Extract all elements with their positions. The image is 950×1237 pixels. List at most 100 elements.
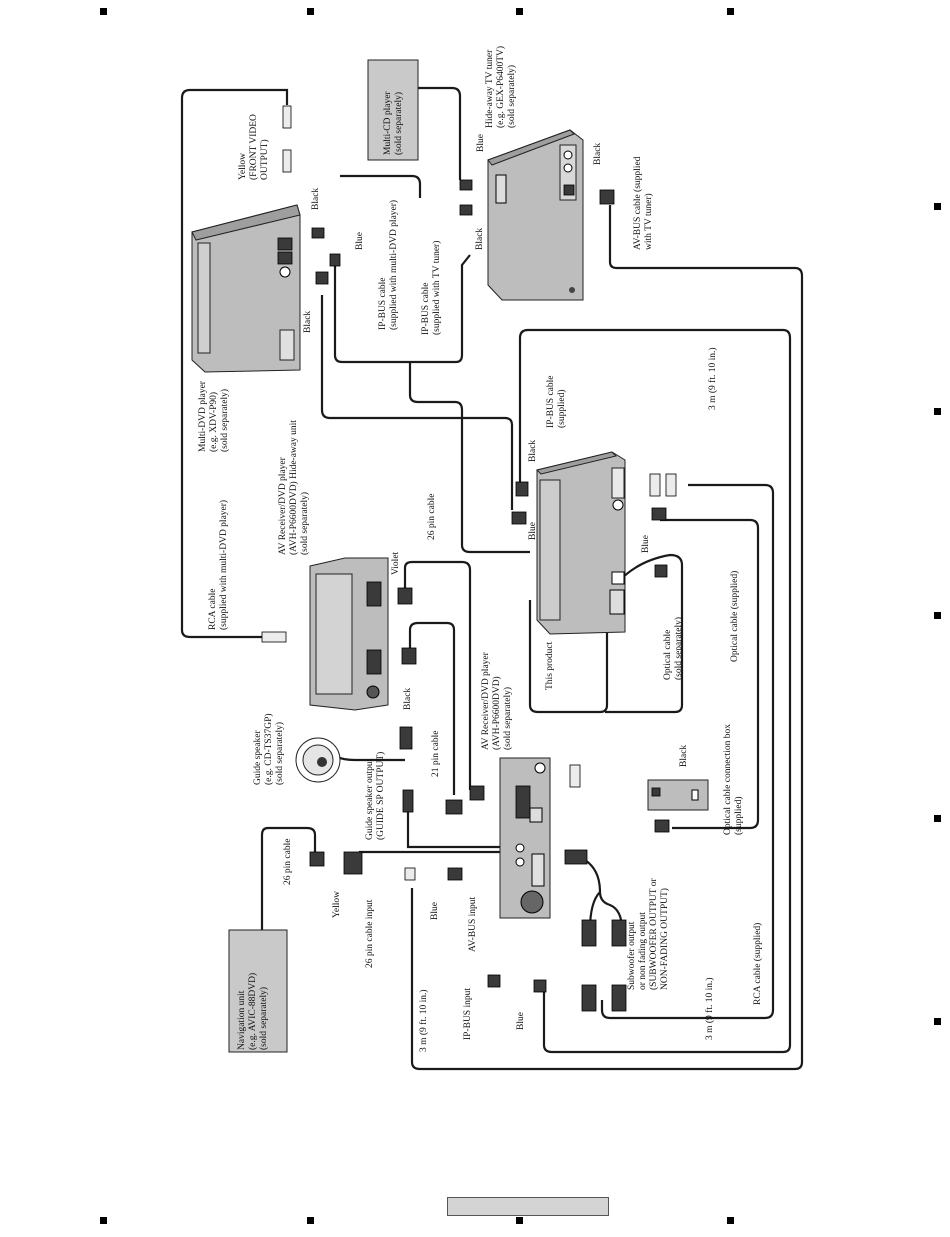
label-blue: Blue [430,902,440,920]
label-ipbus-multidvd-line: IP-BUS cable [378,277,388,330]
label-ipbus-tuner-line: (supplied with TV tuner) [431,241,442,335]
ipbus-product-to-tuner [320,295,514,510]
page-number-box [447,1197,609,1216]
this-product-unit [536,451,626,635]
label-ipbus-supplied-line: IP-BUS cable [546,375,556,428]
pin26-cable-violet [403,560,472,790]
label-ipbus-tuner-line: IP-BUS cable [421,282,431,335]
registration-mark [727,8,734,15]
product-to-avh [528,600,609,714]
label-subwoofer-line: Subwoofer output [626,921,637,990]
ipbus-cable-multidvd [333,254,471,364]
label-multi-cd-line: Multi-CD player [383,91,393,155]
label-black: Black [311,188,321,210]
label-tv-tuner-line: (sold separately) [506,65,517,128]
multi-dvd-player [191,204,301,373]
registration-mark [307,1217,314,1224]
label-ipbus-supplied-line: (supplied) [556,389,567,428]
registration-mark [934,203,941,210]
label-navigation-unit-line: (sold separately) [258,987,269,1050]
pin21-cable [408,621,456,795]
guide-sp-output-cable [406,812,505,849]
label-yellow-front-video-line: OUTPUT) [259,139,270,180]
label-blue: Blue [516,1012,526,1030]
multicd-cable [418,86,462,180]
guide-speaker [295,737,341,783]
label-subwoofer-line: NON-FADING OUTPUT) [659,888,670,990]
label-yellow: Yellow [332,891,342,918]
label-blue: Blue [476,134,486,152]
label-yellow-front-video-line: (FRONT VIDEO [248,114,259,180]
label-guide-speaker-line: Guide speaker [253,730,263,785]
multi-cd-player [367,59,419,161]
ipbus-supplied [518,328,792,1054]
label-multi-dvd-line: (sold separately) [219,389,230,452]
label-black: Black [303,311,313,333]
subwoofer-cable [584,859,624,931]
label-this-product: This product [545,641,555,690]
label-subwoofer-line: (SUBWOOFER OUTPUT or [648,877,659,990]
label-rca-multidvd-line: (supplied with multi-DVD player) [218,500,229,630]
label-navigation-unit-line: (e.g. AVIC-88DVD) [247,973,258,1050]
label-blue: Blue [641,535,651,553]
label-black: Black [593,143,603,165]
label-black: Black [475,228,485,250]
label-rca-supplied: RCA cable (supplied) [752,923,763,1005]
registration-mark [100,8,107,15]
label-avh-hideaway-line: (sold separately) [299,492,310,555]
label-optical-supplied: Optical cable (supplied) [729,571,740,662]
label-avh-player-line: (AVH-P6600DVD) [491,676,502,750]
registration-mark [934,408,941,415]
label-rca-multidvd-line: RCA cable [208,589,218,630]
registration-mark [934,1018,941,1025]
label-multi-dvd-line: Multi-DVD player [198,380,208,452]
label-3m-top: 3 m (9 ft. 10 in.) [707,347,718,410]
label-guide-speaker-line: (sold separately) [274,722,285,785]
tv-tuner [487,129,584,301]
label-violet: Violet [391,551,401,575]
label-guide-speaker-line: (e.g. CD-TS37GP) [263,713,274,785]
registration-mark [934,815,941,822]
rca-cable-multidvd [180,88,289,639]
label-optical-sold-line: Optical cable [663,630,673,680]
label-26pin-violet: 26 pin cable [427,494,437,540]
rca-cable-supplied [600,483,775,1020]
label-multi-cd-line: (sold separately) [393,92,404,155]
navigation-unit [228,929,288,1053]
registration-mark [727,1217,734,1224]
optical-cable-sold [605,553,684,714]
label-optical-box-line: Optical cable connection box [723,724,733,835]
label-avbus-input: AV-BUS input [468,896,478,952]
avbus-cable [410,205,804,1071]
registration-mark [100,1217,107,1224]
avh-player-rear [499,757,551,919]
label-3m-right: 3 m (9 ft. 10 in.) [704,977,715,1040]
label-ipbus-multidvd-line: (supplied with multi-DVD player) [388,200,399,330]
registration-mark [516,8,523,15]
label-avh-hideaway-line: (AVH-P6600DVD) Hide-away unit [288,420,299,555]
label-avh-player-line: AV Receiver/DVD player [481,651,491,750]
label-optical-sold-line: (sold separately) [673,617,684,680]
optical-connection-box [647,779,709,811]
label-subwoofer-line: or non fading output [637,912,648,990]
label-optical-box-line: (supplied) [733,796,744,835]
registration-mark [516,1217,523,1224]
ipbus-center [408,362,530,554]
label-blue: Blue [355,232,365,250]
optical-cable-supplied [660,518,760,830]
label-26pin-nav: 26 pin cable [283,839,293,885]
label-guide-sp-output-line: (GUIDE SP OUTPUT) [375,752,386,840]
label-avbus-cable-tuner-line: with TV tuner) [643,193,654,250]
pin26-cable-nav [260,826,317,930]
registration-mark [934,612,941,619]
label-tv-tuner-line: Hide-away TV tuner [485,49,495,128]
pin26-cable-nav-2 [358,850,505,868]
label-black: Black [528,440,538,462]
label-black: Black [403,688,413,710]
label-26pin-input: 26 pin cable input [365,899,375,968]
label-21pin: 21 pin cable [431,731,441,777]
label-avbus-cable-tuner-line: AV-BUS cable (supplied [632,156,643,250]
label-guide-sp-output-line: Guide speaker output [365,758,375,840]
label-avh-player-line: (sold separately) [502,687,513,750]
